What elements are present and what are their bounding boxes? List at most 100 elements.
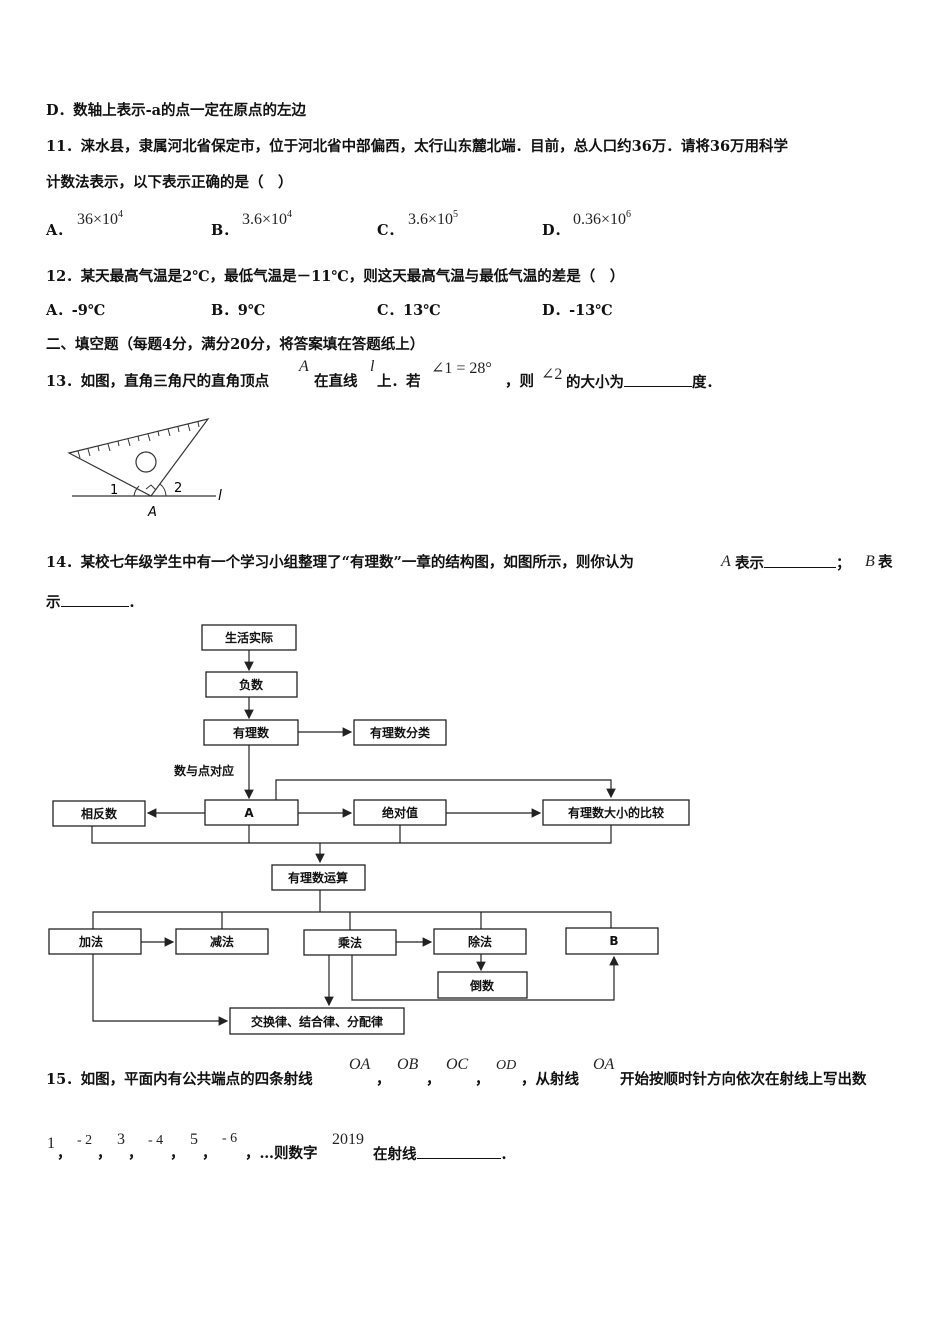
label-multiply: 乘法	[337, 935, 362, 950]
label-opposite: 相反数	[81, 806, 118, 821]
box-subtract	[175, 928, 269, 955]
seq-comma: ，	[128, 1145, 143, 1162]
seq-6: - 6	[222, 1131, 238, 1146]
q15-answer-blank[interactable]	[416, 1144, 501, 1159]
box-add	[48, 928, 142, 955]
label-l: l	[218, 488, 222, 504]
box-laws	[229, 1007, 405, 1035]
q13-point-a: A	[299, 358, 309, 375]
seq-comma: ，	[97, 1145, 112, 1162]
q11-option-a-label: A．	[46, 222, 72, 239]
q14-text-4: 示．	[46, 592, 143, 611]
label-num-point: 数与点对应	[174, 763, 234, 778]
q11-stem-line1: 11．涞水县，隶属河北省保定市，位于河北省中部偏西，太行山东麓北端．目前，总人口…	[46, 138, 789, 155]
ray-oc: OC	[446, 1056, 469, 1073]
q15-text-3: 开始按顺时针方向依次在射线上写出数	[620, 1071, 867, 1088]
label-laws: 交换律、结合律、分配律	[251, 1014, 383, 1029]
q11-option-d-label: D．	[542, 222, 570, 239]
ray-od: OD	[496, 1058, 517, 1073]
ray-oa: OA	[349, 1056, 371, 1073]
seq-1: 1	[47, 1135, 55, 1152]
label-a: A	[147, 505, 157, 520]
box-b	[565, 927, 659, 955]
label-rational-class: 有理数分类	[370, 725, 431, 740]
q11-option-a-value: 36×104	[77, 209, 124, 228]
q12-option-b: B．9℃	[211, 302, 266, 319]
q13-answer-blank[interactable]	[624, 372, 692, 387]
q11-option-b-value: 3.6×104	[242, 209, 293, 228]
q11-option-d-value: 0.36×106	[573, 209, 632, 228]
label-rational: 有理数	[233, 725, 270, 740]
q15-text-1: 15．如图，平面内有公共端点的四条射线	[46, 1071, 313, 1088]
q12-stem: 12．某天最高气温是2℃，最低气温是－11℃，则这天最高气温与最低气温的差是（ …	[46, 268, 625, 285]
q10-option-d: D．数轴上表示-a的点一定在原点的左边	[46, 102, 306, 119]
seq-comma: ，	[170, 1145, 185, 1162]
q14-blank-a[interactable]	[764, 553, 836, 568]
ray-oa-start: OA	[593, 1056, 615, 1073]
label-1: 1	[110, 483, 118, 498]
box-a	[204, 799, 299, 826]
box-operations	[271, 864, 366, 891]
q14-text-3: 表	[878, 554, 893, 571]
q13-line-l: l	[370, 358, 375, 375]
seq-2: - 2	[77, 1133, 93, 1148]
ruler-hole	[135, 451, 157, 473]
box-compare	[542, 799, 690, 826]
seq-4: - 4	[148, 1133, 164, 1148]
box-rational	[203, 719, 299, 746]
box-negative	[205, 671, 298, 698]
seq-5: 5	[190, 1131, 198, 1148]
q15-number: 2019	[332, 1131, 364, 1148]
box-opposite	[52, 800, 146, 827]
q15-text-2: ，从射线	[521, 1071, 579, 1088]
q15-comma-3: ，	[475, 1071, 490, 1088]
q12-option-d: D．-13℃	[542, 302, 613, 319]
label-2: 2	[174, 481, 182, 496]
q11-option-c-value: 3.6×105	[408, 209, 459, 228]
label-negative: 负数	[239, 677, 264, 692]
angle2-arc	[159, 483, 167, 497]
box-divide	[433, 928, 527, 955]
right-angle-mark	[145, 484, 157, 491]
box-rational-class	[353, 719, 447, 746]
q13-text-5: 的大小为度．	[566, 372, 721, 391]
label-subtract: 减法	[210, 934, 234, 949]
q12-option-c: C．13℃	[377, 302, 441, 319]
angle1-arc	[133, 485, 140, 497]
q13-text-4: ，则	[505, 373, 534, 390]
seq-3: 3	[117, 1131, 125, 1148]
ruler-ticks	[77, 421, 200, 459]
q11-option-b-label: B．	[211, 222, 238, 239]
q15-comma-2: ，	[426, 1071, 441, 1088]
box-life	[201, 624, 297, 651]
label-absolute: 绝对值	[382, 805, 418, 820]
triangle-ruler	[67, 418, 210, 497]
q13-text-3: 上．若	[377, 373, 421, 390]
q14-blank-b[interactable]	[60, 592, 129, 607]
q14-text-1: 14．某校七年级学生中有一个学习小组整理了“有理数”一章的结构图，如图所示，则你…	[46, 554, 634, 571]
q14-text-2: 表示；	[735, 553, 851, 572]
q15-text-4: ，…则数字	[245, 1145, 318, 1162]
q14-b: B	[865, 553, 875, 570]
q13-angle2: ∠2	[541, 366, 563, 383]
q13-text-1: 13．如图，直角三角尺的直角顶点	[46, 373, 270, 390]
box-absolute	[353, 799, 447, 826]
seq-comma: ，	[57, 1145, 72, 1162]
label-reciprocal: 倒数	[469, 978, 495, 993]
box-reciprocal	[437, 971, 528, 999]
box-multiply	[303, 929, 397, 956]
label-b: B	[609, 934, 618, 948]
label-life: 生活实际	[225, 630, 273, 645]
q14-a: A	[721, 553, 731, 570]
q12-option-a: A．-9℃	[46, 302, 106, 319]
label-a: A	[244, 806, 254, 820]
q15-text-5: 在射线．	[373, 1144, 515, 1163]
section-heading: 二、填空题（每题4分，满分20分，将答案填在答题纸上）	[46, 336, 425, 353]
q13-text-2: 在直线	[314, 373, 358, 390]
seq-comma: ，	[202, 1145, 217, 1162]
q11-option-c-label: C．	[377, 222, 404, 239]
label-add: 加法	[78, 934, 103, 949]
q11-stem-line2: 计数法表示，以下表示正确的是（ ）	[46, 174, 293, 191]
